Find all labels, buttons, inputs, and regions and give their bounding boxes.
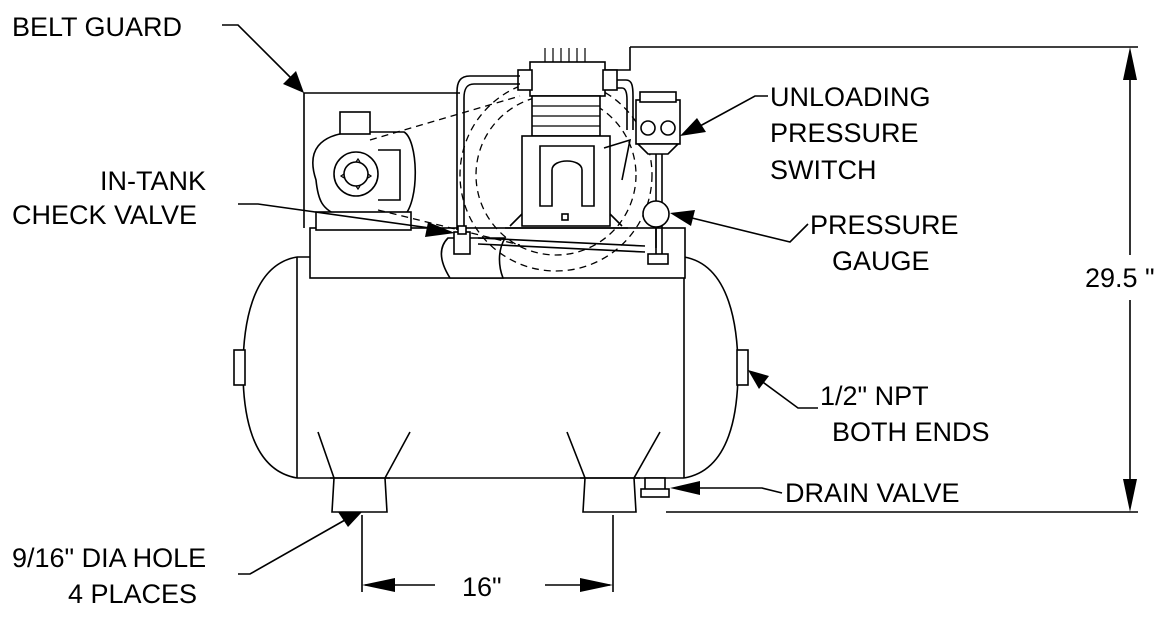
unloading-pressure-switch (635, 91, 681, 265)
piping (456, 75, 646, 253)
pressure-gauge-label-line1: PRESSURE (810, 210, 959, 240)
base-platform (309, 227, 686, 279)
drain-valve-label: DRAIN VALVE (785, 478, 960, 508)
belt-guard-leader (222, 24, 304, 93)
check-valve-label-line1: IN-TANK (100, 166, 206, 196)
left-end-fitting (233, 349, 246, 386)
compressor-pump (505, 48, 632, 229)
in-tank-check-valve (453, 225, 471, 255)
pressure-gauge-label-line2: GAUGE (832, 246, 930, 276)
pressure-gauge-leader (670, 210, 809, 243)
height-dimension (666, 47, 1138, 513)
belt-guard (303, 46, 1138, 228)
pressure-switch-leader (680, 95, 768, 136)
hole-leader (238, 512, 362, 575)
hole-label-line2: 4 PLACES (68, 579, 197, 609)
right-end-fitting (736, 349, 749, 386)
foot-spacing-dimension (361, 515, 614, 592)
check-valve-label-line2: CHECK VALVE (12, 200, 197, 230)
mounting-feet (317, 431, 661, 513)
air-tank (233, 256, 749, 479)
check-valve-leader (238, 203, 455, 237)
motor (312, 111, 417, 231)
npt-label-line2: BOTH ENDS (832, 417, 990, 447)
height-dimension-label: 29.5 " (1085, 263, 1155, 293)
belt-guard-label: BELT GUARD (12, 12, 182, 42)
pressure-switch-label-line1: UNLOADING (770, 82, 931, 112)
drain-valve-leader (670, 481, 783, 495)
foot-spacing-label: 16" (462, 572, 502, 602)
hole-label-line1: 9/16" DIA HOLE (12, 543, 206, 573)
pressure-switch-label-line3: SWITCH (770, 155, 876, 185)
pressure-gauge (642, 200, 670, 248)
npt-leader (748, 370, 818, 409)
npt-label-line1: 1/2" NPT (820, 381, 929, 411)
drain-valve (640, 477, 670, 498)
pressure-switch-label-line2: PRESSURE (770, 118, 919, 148)
